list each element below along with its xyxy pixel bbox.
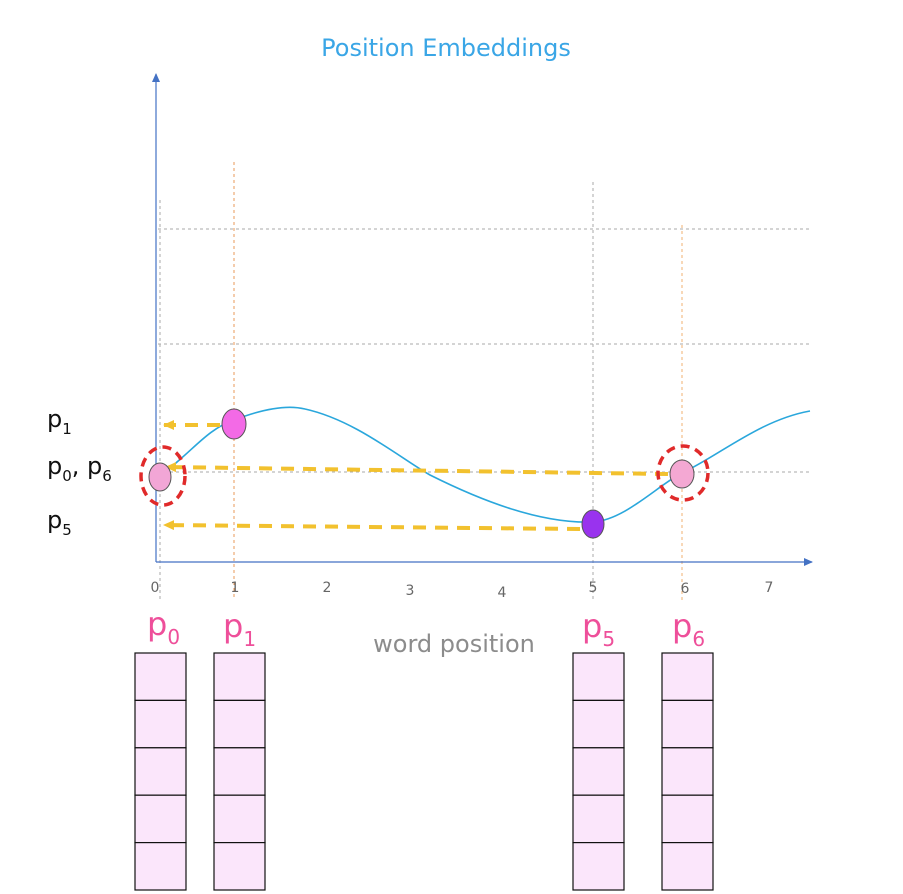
highlight-circles (139, 444, 710, 507)
vector-cell (134, 652, 187, 702)
vector-cell (213, 794, 266, 844)
y-label-sub: 0 (62, 467, 72, 485)
x-axis-label: word position (373, 630, 535, 658)
tick-label: 4 (498, 585, 507, 601)
tick-label: 7 (765, 580, 774, 596)
vector-cell (661, 652, 714, 702)
vector-label-sub: 6 (692, 627, 705, 651)
arrow-p6 (165, 462, 669, 476)
embedding-vectors (134, 652, 714, 891)
point-0 (148, 462, 172, 492)
tick-label: 1 (231, 580, 240, 596)
highlight-circle-p0 (139, 445, 187, 507)
vector-cell (661, 747, 714, 796)
tick-label: 2 (323, 580, 332, 596)
vector-label-sub: 5 (602, 627, 615, 651)
vector-label-p1: p1 (223, 607, 256, 651)
y-label-main: p (47, 506, 62, 534)
vector-cell (134, 747, 187, 796)
vector-label-main: p (582, 607, 602, 645)
vector-stack-6 (661, 652, 714, 891)
y-label-separator: , (72, 452, 87, 480)
vector-label-sub: 1 (243, 627, 256, 651)
y-label-sub: 6 (102, 467, 112, 485)
vector-cell (213, 699, 266, 749)
point-6 (669, 459, 695, 489)
vertical-guides (159, 162, 683, 600)
y-label-p5: p5 (47, 506, 72, 539)
vector-label-sub: 0 (167, 625, 180, 649)
diagram-title: Position Embeddings (321, 34, 571, 62)
vector-cell (661, 699, 714, 749)
point-5 (581, 509, 605, 539)
vector-label-p5: p5 (582, 607, 615, 651)
vector-label-main: p (223, 607, 243, 645)
y-label-main: p (87, 452, 102, 480)
gridlines (158, 228, 810, 473)
y-label-sub: 1 (62, 420, 72, 438)
y-label-sub: 5 (62, 521, 72, 539)
value-arrows (163, 420, 669, 531)
vector-label-main: p (672, 607, 692, 645)
vector-cell (134, 794, 187, 844)
vector-cell (213, 652, 266, 702)
vector-cell (572, 699, 625, 749)
vector-cell (213, 841, 266, 891)
vector-stack-5 (572, 652, 625, 891)
tick-label: 5 (589, 580, 598, 596)
vector-label-p0: p0 (147, 605, 180, 649)
tick-label: 0 (151, 580, 160, 596)
vector-cell (213, 747, 266, 796)
points (148, 408, 695, 539)
y-label-p0-p6: p0, p6 (47, 452, 112, 485)
vector-cell (572, 747, 625, 796)
y-label-main: p (47, 452, 62, 480)
vector-cell (661, 841, 714, 891)
y-label-main: p (47, 405, 62, 433)
x-tick-labels: 0 1 2 3 4 5 6 7 (151, 580, 774, 601)
tick-label: 6 (681, 581, 690, 597)
tick-label: 3 (406, 583, 415, 599)
vector-cell (134, 841, 187, 891)
vector-cell (572, 841, 625, 891)
vector-cell (134, 699, 187, 749)
vector-cell (661, 794, 714, 844)
vector-cell (572, 794, 625, 844)
vector-stack-0 (134, 652, 187, 891)
vector-stack-1 (213, 652, 266, 891)
vector-label-p6: p6 (672, 607, 705, 651)
vector-label-main: p (147, 605, 167, 643)
y-label-p1: p1 (47, 405, 72, 438)
vector-cell (572, 652, 625, 702)
arrow-p5 (163, 520, 581, 531)
point-1 (221, 408, 247, 440)
highlight-circle-p6 (656, 444, 710, 502)
embedding-curve (159, 406, 811, 523)
